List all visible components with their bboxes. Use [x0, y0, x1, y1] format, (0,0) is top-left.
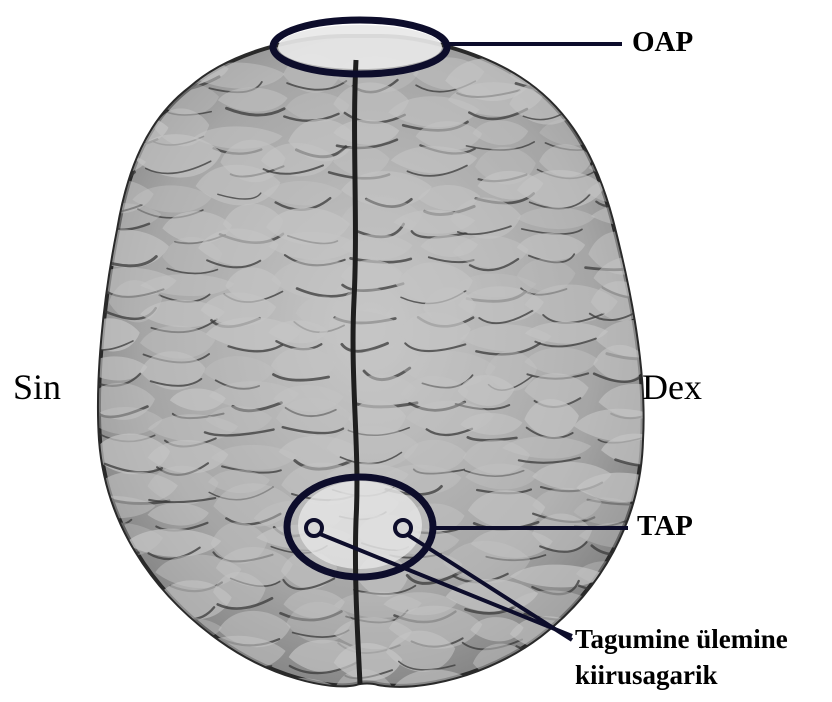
sulcus-line	[82, 689, 145, 694]
right-spot-circle	[395, 520, 411, 536]
sulcus-line	[401, 696, 462, 702]
gyrus-blob	[475, 668, 538, 696]
sulcus-line	[103, 636, 161, 645]
right-side-label: Dex	[642, 366, 702, 408]
gyrus-blob	[589, 154, 682, 181]
left-spot-circle	[306, 520, 322, 536]
sulcus-line	[93, 583, 145, 592]
sulcus-line	[613, 224, 664, 231]
gyrus-blob	[94, 560, 149, 587]
gyrus-blob	[99, 90, 161, 130]
gyrus-blob	[583, 115, 656, 144]
sulcus-line	[105, 602, 153, 609]
sulcus-line	[596, 603, 654, 616]
gyrus-blob	[608, 90, 662, 120]
oap-label: OAP	[632, 26, 693, 59]
sulcus-line	[155, 639, 222, 645]
structure-label-line1: Tagumine ülemine	[575, 624, 788, 655]
gyrus-blob	[133, 669, 225, 702]
tap-label: TAP	[637, 510, 693, 543]
gyrus-blob	[581, 586, 661, 608]
sulcus-line	[588, 86, 644, 99]
gyrus-blob	[581, 65, 659, 97]
left-side-label: Sin	[13, 366, 61, 408]
sulcus-line	[605, 113, 666, 122]
sulcus-line	[154, 692, 206, 702]
sulcus-line	[162, 667, 214, 675]
structure-label-line2: kiirusagarik	[575, 660, 718, 691]
sulcus-line	[272, 696, 333, 702]
gyrus-blob	[221, 675, 289, 702]
sulcus-line	[115, 669, 168, 676]
sulcus-line	[475, 672, 529, 680]
sulcus-line	[609, 181, 665, 186]
brain-image	[67, 25, 682, 702]
sulcus-line	[592, 140, 643, 147]
gyrus-blob	[99, 611, 164, 641]
gyrus-blob	[96, 64, 153, 91]
sulcus-line	[97, 86, 158, 93]
gyrus-blob	[155, 643, 212, 671]
sulcus-line	[573, 697, 631, 702]
gyrus-blob	[102, 638, 172, 681]
oap-pale-area	[278, 25, 442, 69]
gyrus-blob	[97, 573, 157, 612]
sulcus-line	[96, 550, 138, 557]
sulcus-line	[224, 697, 279, 702]
gyrus-blob	[74, 662, 149, 696]
sulcus-line	[487, 691, 537, 697]
sulcus-line	[109, 120, 150, 129]
